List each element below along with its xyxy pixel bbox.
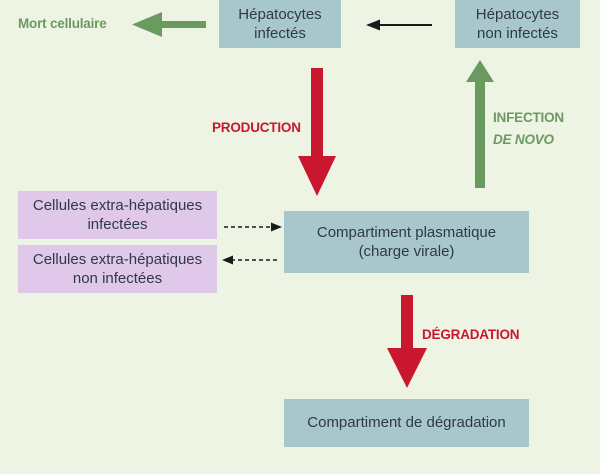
infected-hepatocytes-line2: infectés	[254, 25, 306, 42]
degradation-compartment-node: Compartiment de dégradation	[284, 399, 529, 447]
uninfected-hepatocytes-node: Hépatocytes non infectés	[455, 0, 580, 48]
uninfected-extrahepatic-node: Cellules extra-hépatiques non infectées	[18, 245, 217, 293]
uninfected-extrahepatic-line2: non infectées	[72, 270, 163, 287]
cell-death-label: Mort cellulaire	[18, 16, 107, 31]
arrow-production	[298, 68, 336, 196]
infected-extrahepatic-node: Cellules extra-hépatiques infectées	[18, 191, 217, 239]
uninfected-hepatocytes-line1: Hépatocytes	[475, 5, 560, 23]
uninfected-hepatocytes-line2: non infectés	[477, 25, 558, 42]
production-label: PRODUCTION	[212, 120, 301, 135]
plasma-compartment-line1: Compartiment plasmatique	[316, 223, 497, 241]
arrow-to-cell-death	[132, 12, 206, 37]
plasma-compartment-line2: (charge virale)	[358, 243, 455, 260]
infected-hepatocytes-line1: Hépatocytes	[238, 5, 322, 23]
infection-label-line2: DE NOVO	[493, 132, 554, 147]
infected-extrahepatic-line1: Cellules extra-hépatiques	[32, 196, 203, 214]
uninfected-extrahepatic-line1: Cellules extra-hépatiques	[32, 250, 203, 268]
arrow-uninfected-to-infected	[366, 19, 432, 31]
infected-extrahepatic-line2: infectées	[87, 216, 148, 233]
infected-hepatocytes-node: Hépatocytes infectés	[219, 0, 341, 48]
infection-label-line1: INFECTION	[493, 110, 564, 125]
degradation-label: DÉGRADATION	[422, 327, 520, 342]
plasma-compartment-node: Compartiment plasmatique (charge virale)	[284, 211, 529, 273]
arrow-extrahepatic-to-plasma	[224, 222, 282, 232]
arrow-degradation	[387, 295, 427, 388]
arrow-plasma-to-extrahepatic	[222, 255, 277, 265]
arrow-infection-de-novo	[466, 60, 494, 188]
degradation-compartment-label: Compartiment de dégradation	[307, 414, 506, 432]
